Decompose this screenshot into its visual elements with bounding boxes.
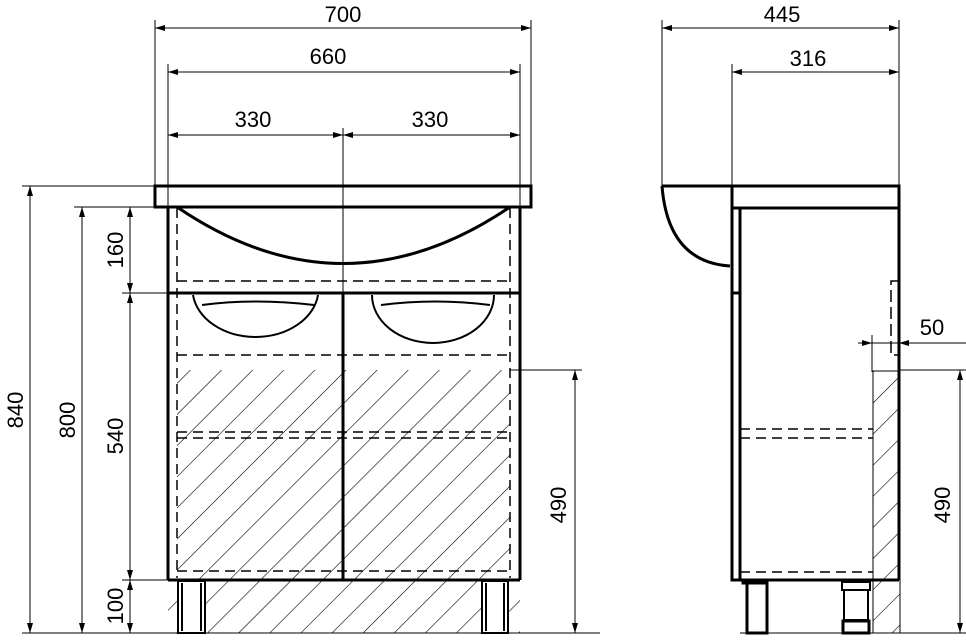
dim-height-840: 840 xyxy=(3,392,28,429)
side-leg-front xyxy=(741,578,769,635)
dim-width-660: 660 xyxy=(310,44,347,69)
door-cutout-left xyxy=(192,294,319,338)
dim-depth-445: 445 xyxy=(764,2,801,27)
dim-height-800: 800 xyxy=(55,402,80,439)
side-cabinet-body xyxy=(730,206,901,582)
side-countertop xyxy=(730,184,901,210)
dim-depth-316: 316 xyxy=(790,46,827,71)
side-door-panel xyxy=(730,206,742,582)
door-cutout-right xyxy=(371,294,495,344)
cabinet-body xyxy=(166,207,522,582)
dim-height-160: 160 xyxy=(103,232,128,269)
side-dimension-lines xyxy=(662,25,963,633)
leg-right xyxy=(481,580,509,634)
side-view: 445 316 50 490 xyxy=(660,2,966,635)
side-wall-hatch xyxy=(873,371,900,633)
basin-curve xyxy=(176,205,511,265)
hatch-edge-left xyxy=(168,580,178,633)
front-view: 700 660 330 330 840 800 160 540 100 490 xyxy=(3,2,600,634)
dim-half-width-right: 330 xyxy=(412,107,449,132)
side-extension-lines xyxy=(661,20,966,634)
side-leg-adjustable xyxy=(841,581,871,635)
dim-height-540: 540 xyxy=(103,418,128,455)
countertop xyxy=(153,184,533,209)
dim-wall-offset-50: 50 xyxy=(920,315,944,340)
hatch-edge-right xyxy=(508,580,520,633)
dim-height-100: 100 xyxy=(103,588,128,625)
leg-left xyxy=(177,580,206,634)
floor-zone-hatch xyxy=(205,580,482,633)
dim-width-700: 700 xyxy=(325,2,362,27)
dim-side-height-490: 490 xyxy=(930,487,955,524)
side-basin-curve xyxy=(660,185,731,268)
dim-height-490: 490 xyxy=(546,487,571,524)
front-dimension-lines xyxy=(27,25,578,633)
dim-half-width-left: 330 xyxy=(235,107,272,132)
